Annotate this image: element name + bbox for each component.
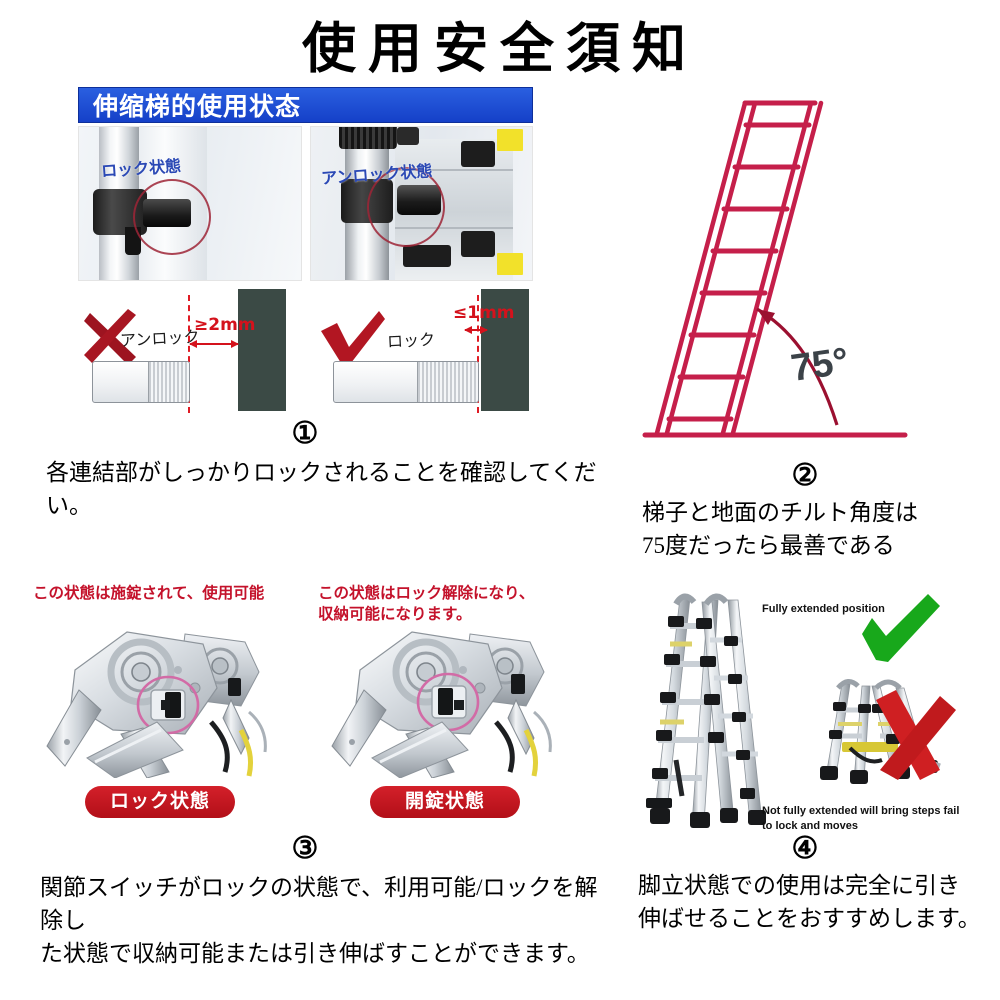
joint-locked-note: この状態は施錠されて、使用可能 — [33, 585, 265, 603]
angle-arrow-head — [757, 309, 775, 326]
page-title: 使用安全須知 — [302, 19, 698, 79]
panel-4-figures: Fully extended position Not fully extend… — [610, 584, 990, 834]
cross-icon — [876, 690, 956, 781]
clearance-correct: ロック ≤1mm — [305, 289, 540, 419]
aframe-ladder-diagram — [646, 593, 956, 829]
hinge-illustration — [331, 631, 552, 779]
ladder-rail-right-inner — [730, 101, 824, 436]
panel-3-caption: 関節スイッチがロックの状態で、利用可能/ロックを解除し た状態で収納可能または引… — [40, 875, 598, 966]
correct-state-label: ロック — [386, 332, 436, 352]
lock-pin-profile — [92, 361, 190, 404]
pill-locked-state: ロック状態 — [85, 786, 235, 819]
panel-3-joint-switch: この状態は施錠されて、使用可能 — [0, 584, 610, 970]
rail-edge-line — [394, 227, 513, 230]
rail-edge-line — [394, 169, 513, 172]
lock-pin-profile — [333, 361, 479, 404]
ladder-extended — [646, 593, 766, 829]
photo-locked-state: ロック状態 — [78, 126, 302, 282]
highlight-circle-icon — [133, 179, 211, 256]
panel-3-figures: この状態は施錠されて、使用可能 — [25, 584, 585, 834]
banner-label: 伸缩梯的使用状态 — [93, 93, 302, 122]
hinge-illustration — [46, 631, 267, 779]
panel-1-figure: 伸缩梯的使用状态 ロック状態 — [70, 79, 540, 419]
panel-4-aframe-extension: Fully extended position Not fully extend… — [610, 584, 1000, 935]
joint-locked-group: この状態は施錠されて、使用可能 — [25, 584, 295, 819]
knob-cap — [396, 127, 419, 146]
clearance-wrong: アンロック ≥2mm — [70, 289, 305, 419]
highlight-circle-icon — [366, 167, 445, 248]
panel-1-caption: 各連結部がしっかりロックされることを確認してくだい。 — [46, 460, 597, 519]
pin-knurl — [416, 362, 478, 403]
alignment-dashed-line — [477, 295, 479, 414]
rail-end-cap — [460, 141, 495, 168]
yellow-sticker — [496, 129, 523, 152]
banner-telescopic-usage: 伸缩梯的使用状态 — [78, 87, 533, 124]
alignment-dashed-line — [188, 295, 190, 414]
panel-1-lock-check: 伸缩梯的使用状态 ロック状態 — [0, 79, 610, 522]
wall-block — [481, 289, 529, 412]
rail-end-cap — [460, 231, 495, 258]
gap-measure-arrow — [189, 339, 239, 348]
gap-label-1mm: ≤1mm — [453, 303, 515, 324]
pin-knurl — [147, 362, 189, 403]
highlight-circle-icon — [136, 676, 200, 735]
ladder-rail-left — [654, 101, 748, 436]
photo-unlocked-state: アンロック状態 — [309, 126, 533, 282]
joint-unlocked-note: この状態はロック解除になり、 収納可能になります。 — [318, 585, 535, 624]
step-number-2: ② — [791, 459, 819, 493]
check-icon — [321, 311, 385, 364]
fully-extended-label: Fully extended position — [762, 603, 885, 616]
wall-block — [238, 289, 286, 412]
rail-end-cap — [402, 245, 451, 268]
joint-unlocked-group: この状態はロック解除になり、 収納可能になります。 — [310, 584, 580, 819]
ladder-rail-left-inner — [664, 101, 758, 436]
leaning-ladder-diagram: 75° — [642, 100, 908, 438]
joint-unlocked-photo — [320, 626, 570, 779]
not-fully-extended-label: Not fully extended will bring steps fail… — [762, 805, 960, 832]
step-number-1: ① — [291, 417, 319, 451]
panel-4-caption: 脚立状態での使用は完全に引き 伸ばせることをおすすめします。 — [638, 873, 981, 932]
gap-measure-arrow — [464, 325, 488, 334]
clearance-diagram: アンロック ≥2mm ロック — [70, 289, 540, 419]
cross-icon — [84, 309, 136, 366]
gap-label-2mm: ≥2mm — [194, 315, 256, 336]
ladder-rungs — [666, 122, 812, 422]
panel-2-caption: 梯子と地面のチルト角度は 75度だったら最善である — [642, 500, 918, 559]
joint-locked-photo — [35, 626, 285, 779]
angle-value-label: 75° — [788, 341, 851, 391]
adjust-knob — [338, 127, 397, 150]
pill-unlocked-state: 開錠状態 — [370, 786, 520, 819]
panel-2-tilt-angle: 75° ② 梯子と地面のチルト角度は 75度だったら最善である — [610, 79, 1000, 562]
step-number-4: ④ — [791, 832, 819, 866]
step-number-3: ③ — [291, 832, 319, 866]
check-icon — [862, 594, 940, 663]
lock-photo-row: ロック状態 アンロック状態 — [78, 126, 533, 282]
yellow-sticker — [496, 253, 523, 276]
